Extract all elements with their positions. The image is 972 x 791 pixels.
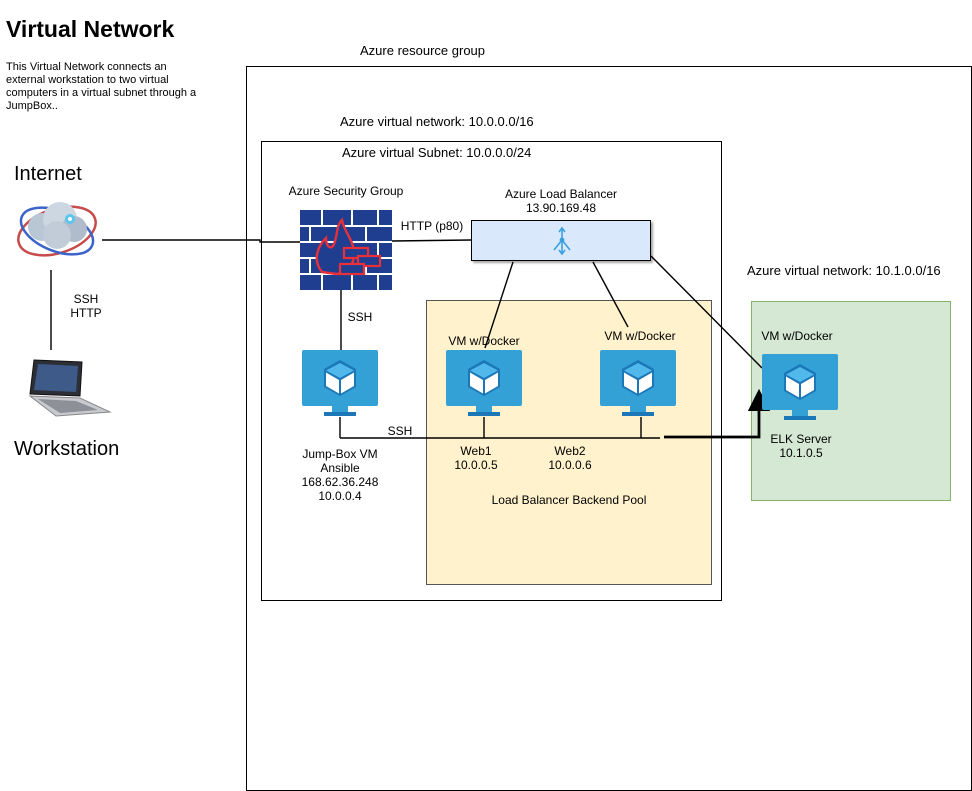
laptop-icon — [28, 359, 112, 417]
web1-ip: 10.0.0.5 — [454, 458, 498, 472]
ssh-label-bottom: SSH — [387, 424, 413, 438]
jumpbox-public-ip: 168.62.36.248 — [301, 475, 379, 489]
web1-header: VM w/Docker — [448, 334, 520, 348]
elk-caption: ELK Server 10.1.0.5 — [756, 432, 846, 460]
web1-vm-icon — [446, 350, 522, 416]
jumpbox-caption: Jump-Box VM Ansible 168.62.36.248 10.0.0… — [280, 447, 400, 503]
jumpbox-private-ip: 10.0.0.4 — [318, 489, 362, 503]
internet-link-label: SSH HTTP — [70, 292, 102, 320]
backend-pool-box — [426, 300, 712, 585]
subnet-box — [261, 141, 722, 601]
http-label: HTTP (p80) — [400, 219, 464, 233]
elk-vm-icon — [762, 354, 838, 420]
cloud-globe-icon — [17, 202, 97, 257]
load-balancer-name: Azure Load Balancer — [504, 187, 618, 201]
jumpbox-name: Jump-Box VM — [302, 447, 378, 461]
resource-group-label: Azure resource group — [360, 43, 486, 58]
load-balancer-box — [471, 220, 651, 261]
workstation-label: Workstation — [14, 438, 120, 460]
web1-caption: Web1 10.0.0.5 — [440, 444, 512, 472]
web2-vm-icon — [600, 350, 676, 416]
elk-name: ELK Server — [770, 432, 832, 446]
vnet-label: Azure virtual network: 10.0.0.0/16 — [340, 114, 534, 129]
load-balancer-ip: 13.90.169.48 — [525, 201, 597, 215]
internet-label: Internet — [14, 163, 82, 185]
ssh-label-top: SSH — [347, 310, 373, 324]
firewall-icon — [300, 210, 392, 290]
load-balancer-label: Azure Load Balancer 13.90.169.48 — [456, 187, 666, 215]
page-title: Virtual Network — [6, 16, 175, 42]
elk-ip: 10.1.0.5 — [779, 446, 823, 460]
web2-caption: Web2 10.0.0.6 — [534, 444, 606, 472]
subnet-label: Azure virtual Subnet: 10.0.0.0/24 — [342, 145, 532, 160]
web2-header: VM w/Docker — [604, 329, 676, 343]
elk-header: VM w/Docker — [761, 329, 833, 343]
web2-name: Web2 — [554, 444, 586, 458]
web1-name: Web1 — [460, 444, 492, 458]
elk-vnet-label: Azure virtual network: 10.1.0.0/16 — [747, 263, 941, 278]
jumpbox-role: Ansible — [320, 461, 360, 475]
load-balancer-icon — [553, 226, 571, 256]
diagram-description: This Virtual Network connects an externa… — [6, 61, 197, 112]
security-group-label: Azure Security Group — [288, 184, 404, 198]
backend-pool-label: Load Balancer Backend Pool — [491, 493, 647, 507]
web2-ip: 10.0.0.6 — [548, 458, 592, 472]
jumpbox-vm-icon — [302, 350, 378, 416]
